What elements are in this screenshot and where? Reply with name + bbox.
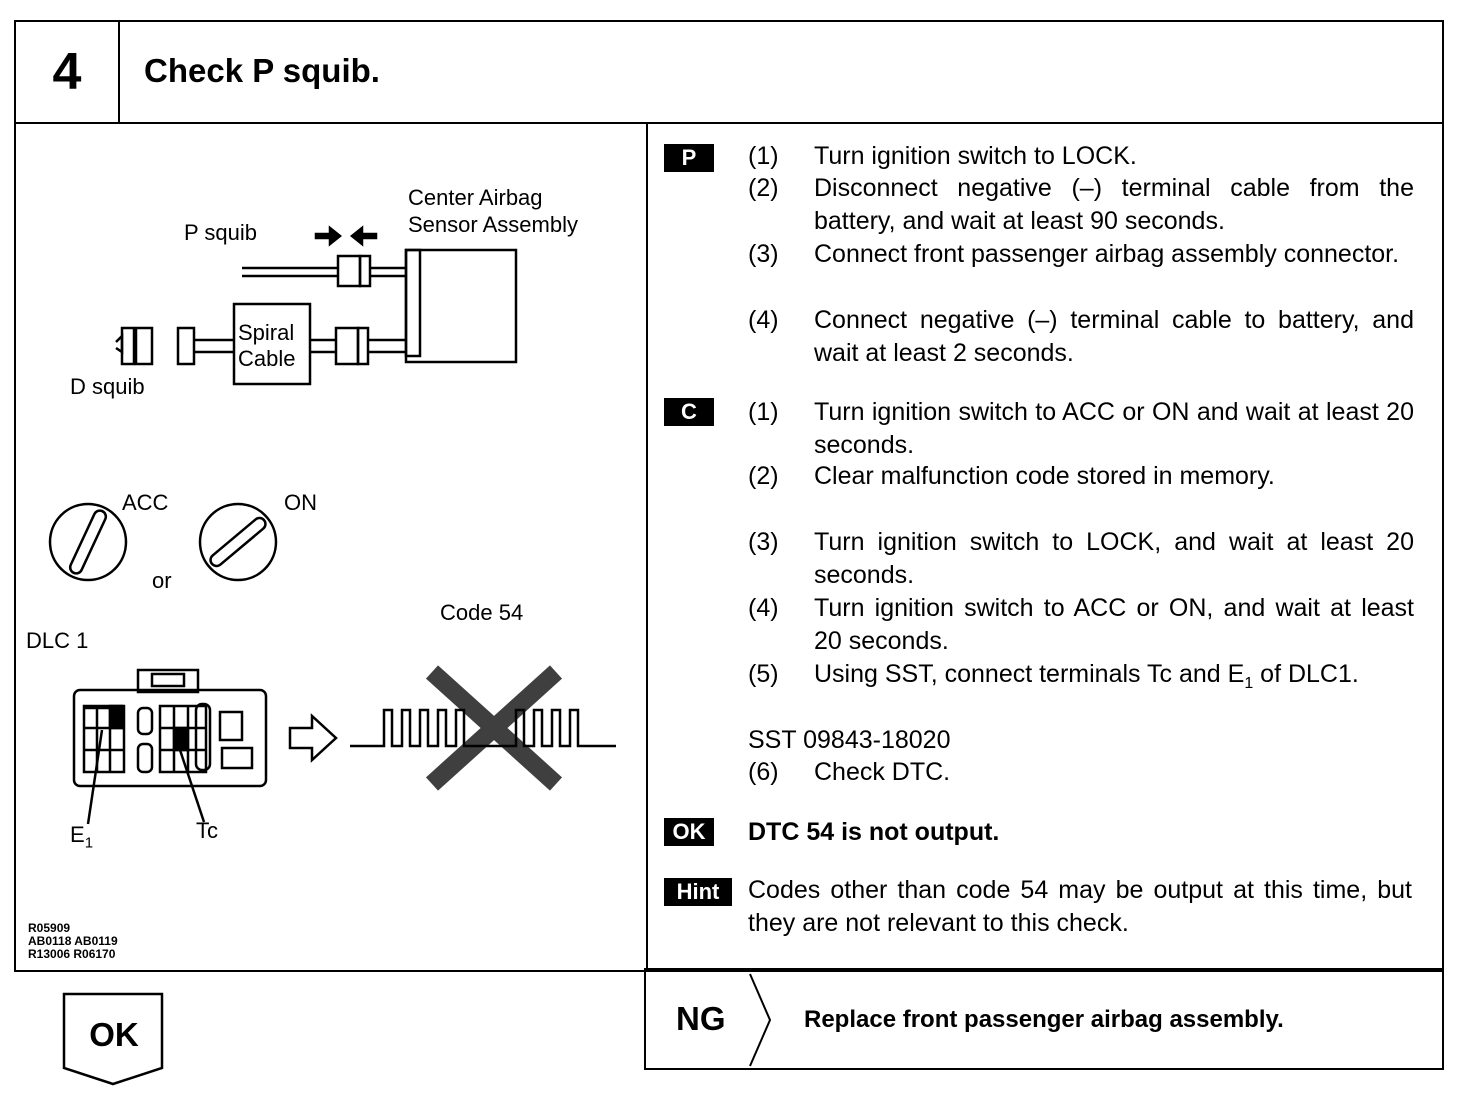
figure-reference-codes: R05909 AB0118 AB0119 R13006 R06170 [28,921,118,961]
dlc1-connector [72,688,268,788]
badge-p: P [664,144,714,172]
ok-result-marker: OK [62,992,166,1093]
instructions-panel: P (1)Turn ignition switch to LOCK. (2)Di… [648,124,1444,970]
acc-label: ACC [122,490,169,515]
spiral-cable-box [232,302,312,386]
e1-label: E1 [70,822,94,852]
illustration-panel: Center Airbag Sensor Assembly P squib D … [16,124,646,970]
arrow-icon [288,713,338,763]
ok-down-arrow-icon [62,992,164,1086]
d-squib-label: D squib [70,374,145,399]
code54-label: Code 54 [440,600,524,625]
tc-label: Tc [196,818,218,843]
on-switch-icon [198,502,278,582]
panel-divider [646,124,648,970]
code54-waveform [350,708,616,748]
ng-chevron-icon [749,973,772,1067]
step-header: 4 Check P squib. [14,20,1444,124]
on-label: ON [284,490,317,515]
or-label: or [152,568,172,593]
dlc1-label: DLC 1 [26,628,89,653]
ok-condition: DTC 54 is not output. [748,818,1000,846]
step-title: Check P squib. [144,52,380,89]
badge-c: C [664,398,714,426]
sensor-connector [404,248,422,358]
p-squib-label: P squib [184,220,257,245]
badge-ok: OK [664,818,714,846]
ng-result-box: NG Replace front passenger airbag assemb… [644,968,1444,1070]
spiral-cable-label: Spiral Cable [238,320,296,371]
main-panel: Center Airbag Sensor Assembly P squib D … [14,122,1444,972]
center-airbag-sensor-box [404,248,518,364]
hint-text: Codes other than code 54 may be output a… [748,876,1412,937]
center-airbag-label: Center Airbag Sensor Assembly [408,185,578,237]
cross-out-icon [425,665,563,791]
acc-switch-icon [48,502,128,582]
wiring-diagram [48,225,616,825]
ng-action-text: Replace front passenger airbag assembly. [804,1006,1284,1033]
ok-label: OK [89,1016,139,1053]
badge-hint: Hint [664,878,732,906]
sst-number: SST 09843-18020 [748,726,951,754]
ng-label: NG [676,1000,726,1037]
step-number: 4 [16,22,120,122]
